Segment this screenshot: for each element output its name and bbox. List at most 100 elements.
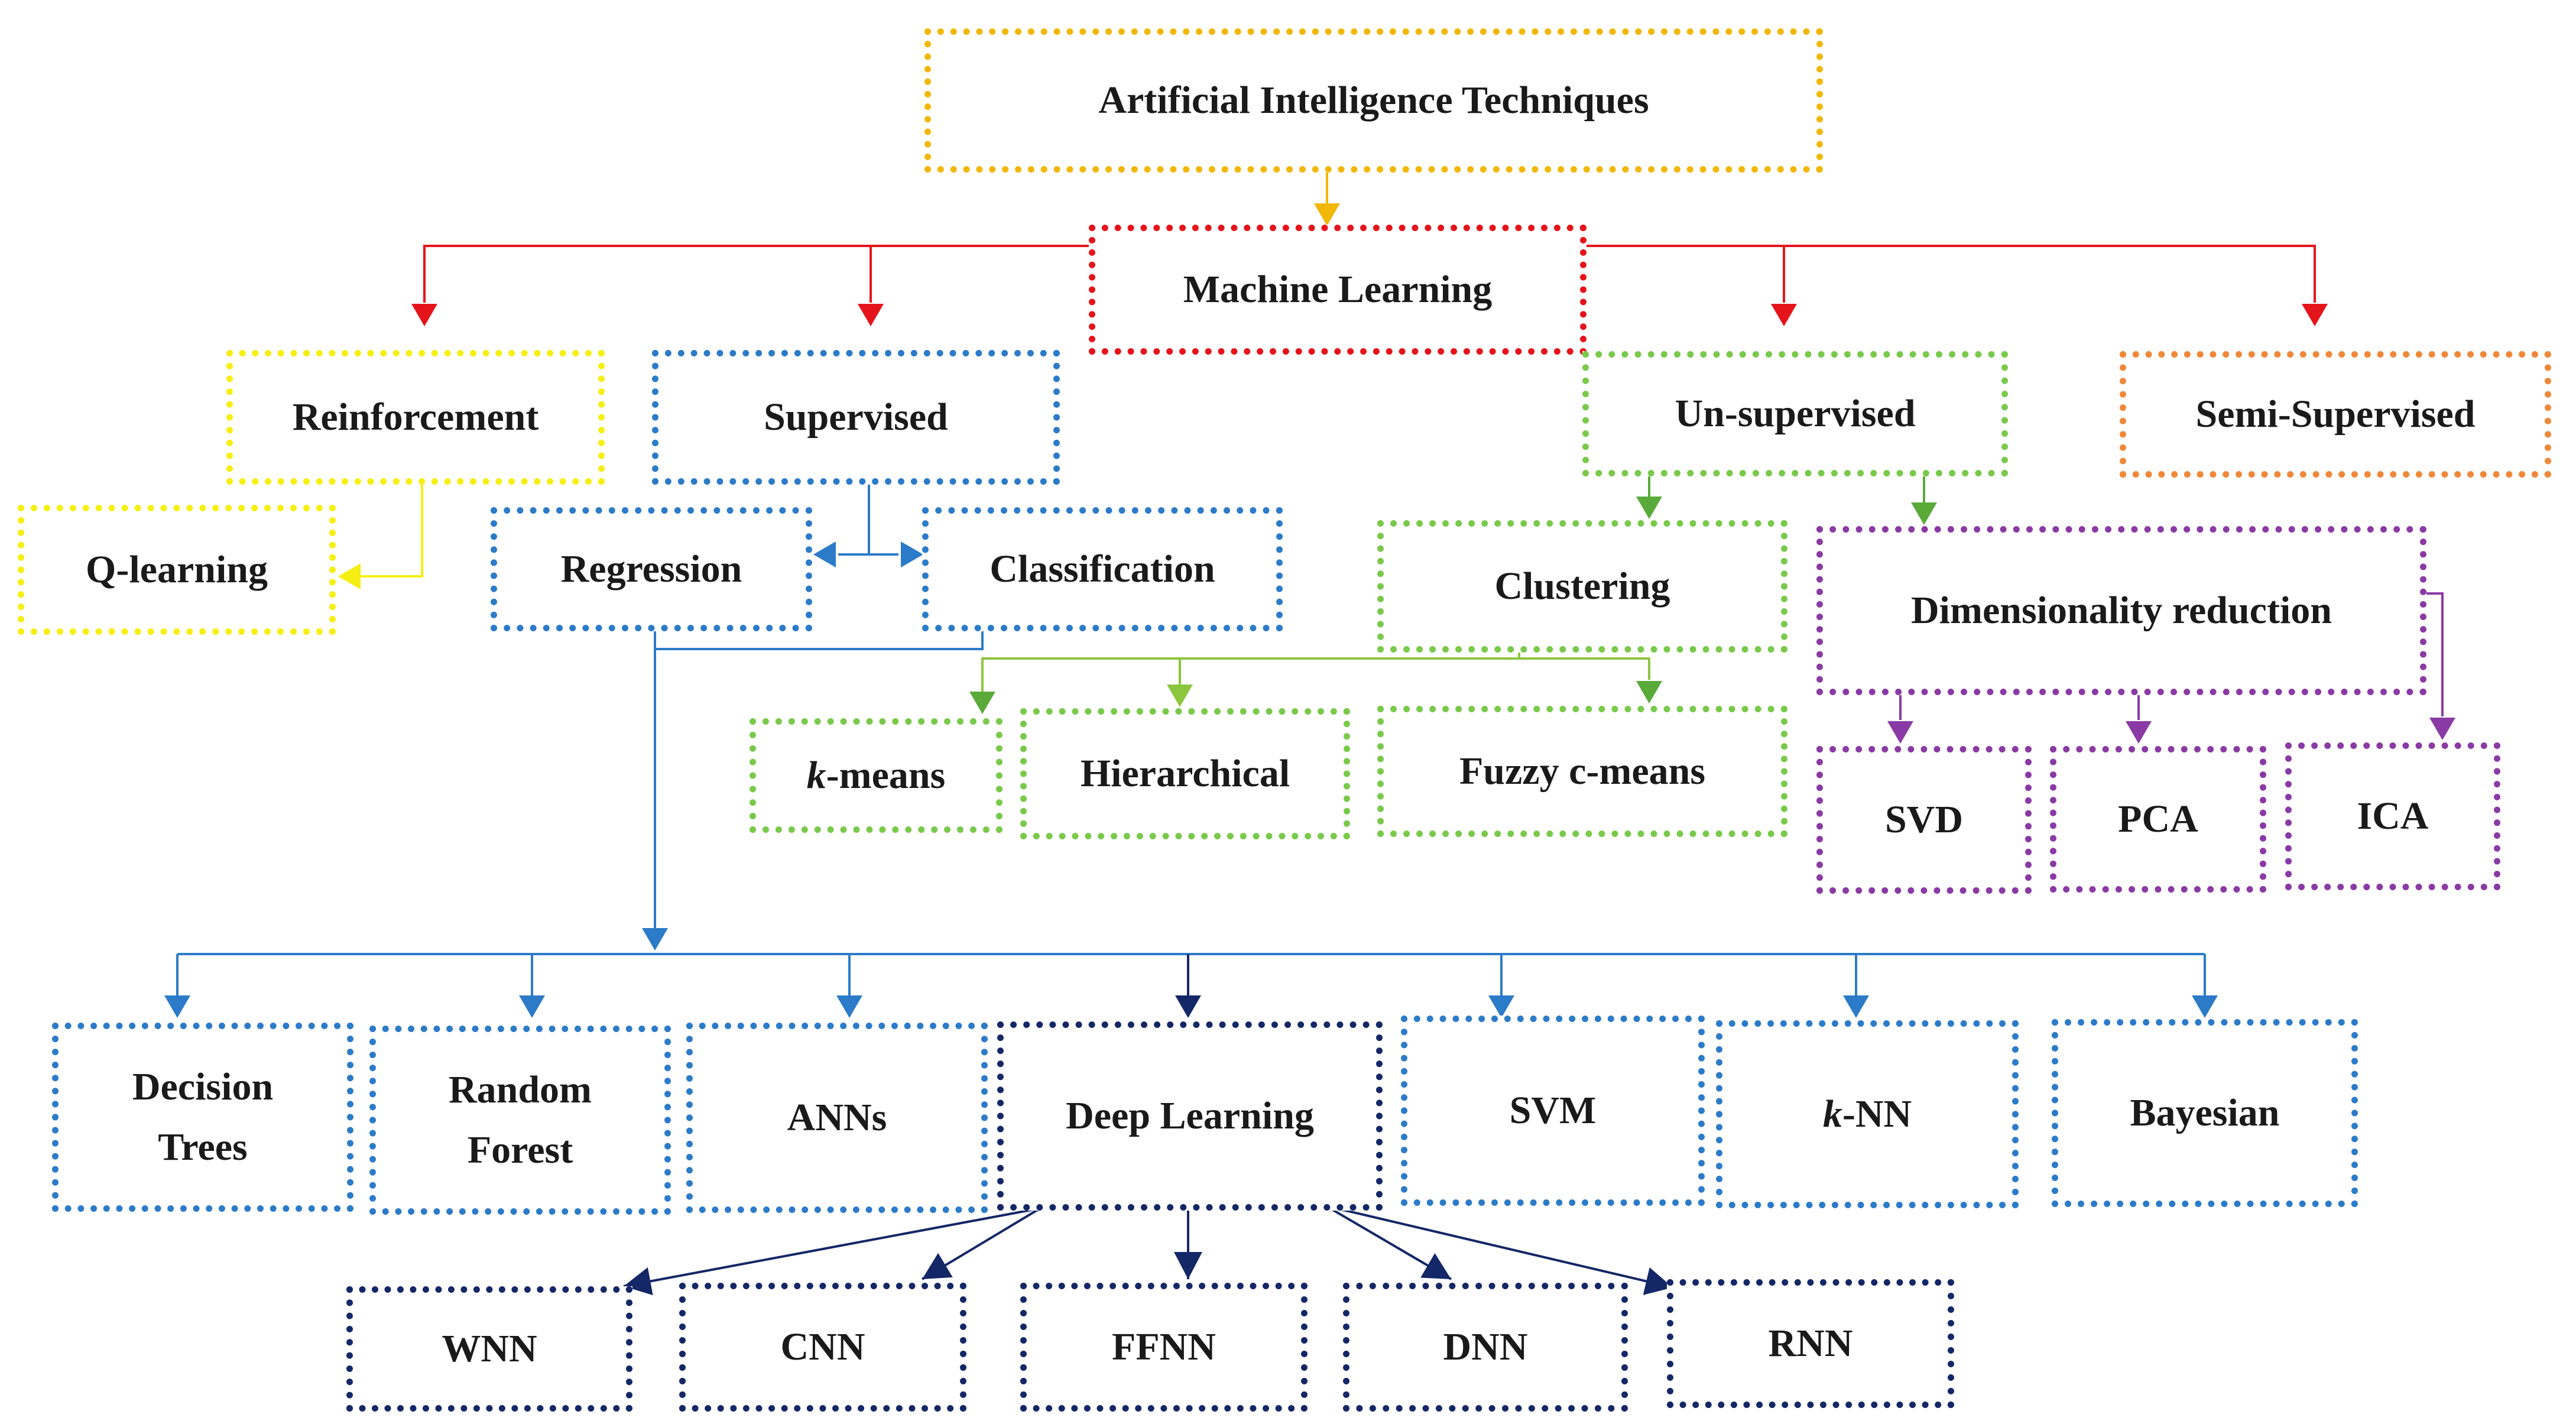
node-ffnn-label: FFNN	[1112, 1325, 1216, 1368]
connector-dl-to-wnn	[623, 1207, 1041, 1287]
node-cnn: CNN	[679, 1283, 966, 1412]
connector-dl-to-rnn	[1335, 1207, 1673, 1289]
node-classification: Classification	[922, 507, 1283, 631]
arrowhead-dimred-to-svd	[1887, 721, 1913, 744]
node-q-learning: Q-learning	[18, 505, 336, 635]
node-svd-label: SVD	[1884, 797, 1964, 841]
node-knn-label: k-NN	[1823, 1084, 1912, 1144]
node-decision-trees-line1: Decision	[132, 1065, 274, 1108]
node-hierarchical: Hierarchical	[1020, 708, 1350, 839]
arrowhead-ml-to-reinforcement	[411, 304, 437, 326]
node-random-forest-line2: Forest	[467, 1128, 573, 1172]
node-dnn-label: DNN	[1443, 1325, 1528, 1368]
node-ica: ICA	[2285, 742, 2500, 890]
arrowhead-dimred-to-pca	[2126, 721, 2152, 744]
node-pca-label: PCA	[2118, 797, 2198, 841]
node-random-forest: Random Forest	[369, 1026, 671, 1215]
node-dnn: DNN	[1343, 1283, 1628, 1412]
arrowhead-clustering-to-kmeans	[969, 692, 995, 714]
arrowhead-algorithm-0	[164, 995, 190, 1018]
arrowhead-dl-to-ffnn	[1174, 1252, 1202, 1279]
node-ica-label: ICA	[2357, 794, 2429, 838]
node-kmeans-label: k-means	[807, 745, 946, 806]
node-decision-trees: Decision Trees	[52, 1023, 353, 1212]
arrowhead-unsup-to-clustering	[1636, 497, 1662, 519]
node-knn: k-NN	[1716, 1020, 2019, 1208]
arrowhead-to-algorithms	[642, 928, 668, 951]
arrowhead-ml-to-unsupervised	[1771, 304, 1797, 326]
arrowhead-to-deep-learning	[1175, 995, 1201, 1018]
arrowhead-algorithm-5	[2192, 995, 2218, 1018]
connector-clustering-to-kmeans	[981, 653, 1520, 692]
arrowhead-ml-to-supervised	[858, 304, 884, 326]
connector-clustering-to-fuzzy	[1519, 657, 1650, 680]
node-cnn-label: CNN	[780, 1325, 865, 1368]
node-regression: Regression	[491, 507, 812, 631]
node-unsupervised: Un-supervised	[1582, 351, 2008, 476]
node-classification-label: Classification	[989, 547, 1215, 591]
node-ai-techniques: Artificial Intelligence Techniques	[924, 28, 1823, 173]
arrowhead-supervised-to-classification	[901, 541, 923, 567]
node-reinforcement: Reinforcement	[226, 350, 605, 485]
node-ffnn: FFNN	[1020, 1283, 1308, 1412]
node-clustering-label: Clustering	[1494, 564, 1670, 608]
arrowhead-reinforcement-to-qlearning	[338, 563, 361, 589]
arrowhead-algorithm-4	[1843, 995, 1869, 1018]
node-svd: SVD	[1816, 746, 2032, 894]
node-dimensionality-reduction: Dimensionality reduction	[1816, 526, 2426, 695]
node-decision-trees-label: Decision Trees	[132, 1057, 273, 1178]
node-deep-learning: Deep Learning	[997, 1021, 1383, 1211]
node-random-forest-label: Random Forest	[449, 1060, 592, 1181]
connector-dimred-to-ica	[2426, 592, 2444, 716]
node-machine-learning-label: Machine Learning	[1183, 267, 1493, 311]
arrowhead-clustering-to-hierarchical	[1167, 685, 1193, 707]
node-decision-trees-line2: Trees	[158, 1125, 248, 1169]
node-dimensionality-reduction-label: Dimensionality reduction	[1911, 588, 2332, 632]
node-pca: PCA	[2050, 746, 2266, 893]
node-regression-label: Regression	[560, 547, 742, 591]
node-hierarchical-label: Hierarchical	[1080, 751, 1290, 795]
arrowhead-supervised-to-regression	[813, 541, 836, 567]
node-bayesian: Bayesian	[2052, 1019, 2358, 1207]
connector-ml-to-reinforcement	[423, 245, 1089, 303]
arrowhead-unsup-to-dimred	[1911, 502, 1937, 525]
arrowhead-dl-to-cnn	[922, 1253, 953, 1279]
arrowhead-dl-to-rnn	[1643, 1267, 1673, 1295]
node-kmeans: k-means	[750, 718, 1003, 833]
arrowhead-ml-to-semi	[2302, 304, 2328, 326]
arrowhead-clustering-to-fuzzy	[1636, 681, 1662, 703]
arrowhead-algorithm-2	[836, 995, 862, 1018]
node-supervised: Supervised	[652, 350, 1060, 485]
node-reinforcement-label: Reinforcement	[292, 395, 539, 439]
node-rnn-label: RNN	[1768, 1321, 1853, 1365]
connector-ml-to-semi	[1587, 245, 2316, 303]
arrowhead-algorithm-3	[1488, 995, 1514, 1018]
node-semi-supervised: Semi-Supervised	[2120, 351, 2551, 478]
arrowhead-dimred-to-ica	[2429, 718, 2455, 740]
node-random-forest-line1: Random	[448, 1068, 592, 1111]
node-ai-techniques-label: Artificial Intelligence Techniques	[1098, 78, 1649, 122]
arrowhead-algorithm-1	[519, 995, 545, 1018]
node-fuzzy-cmeans: Fuzzy c-means	[1377, 706, 1787, 837]
node-fuzzy-cmeans-label: Fuzzy c-means	[1459, 749, 1706, 793]
node-semi-supervised-label: Semi-Supervised	[2195, 392, 2476, 436]
node-deep-learning-label: Deep Learning	[1066, 1094, 1314, 1137]
node-wnn: WNN	[346, 1286, 632, 1412]
node-anns-label: ANNs	[787, 1095, 887, 1139]
node-clustering: Clustering	[1377, 520, 1787, 653]
node-knn-rest: -NN	[1842, 1092, 1912, 1136]
node-kmeans-k: k	[806, 753, 826, 797]
node-bayesian-label: Bayesian	[2130, 1091, 2280, 1134]
node-svm: SVM	[1401, 1016, 1705, 1206]
node-machine-learning: Machine Learning	[1089, 225, 1587, 355]
node-knn-k: k	[1822, 1092, 1842, 1136]
connector-reinforcement-to-qlearning	[361, 485, 423, 578]
connector-reg-class-join	[654, 631, 984, 650]
arrowhead-ai-to-ml	[1314, 203, 1340, 226]
node-q-learning-label: Q-learning	[86, 547, 268, 591]
node-wnn-label: WNN	[442, 1326, 537, 1370]
node-anns: ANNs	[686, 1023, 988, 1213]
node-supervised-label: Supervised	[764, 395, 948, 439]
